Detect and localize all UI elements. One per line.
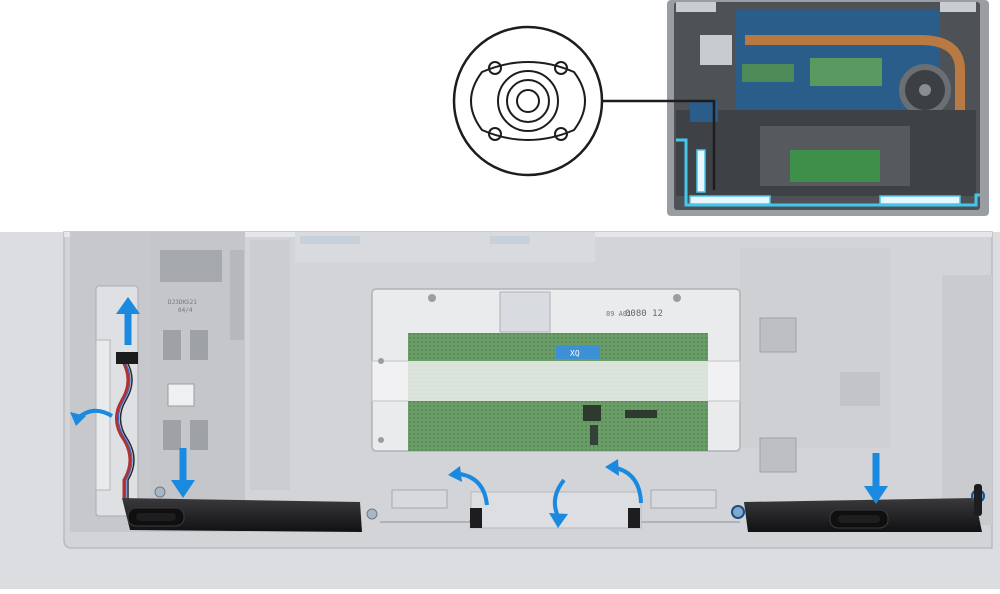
speaker-icon [452, 25, 604, 177]
label-text-top: DJ3DKS21 [168, 299, 197, 306]
overview-laptop [667, 0, 989, 216]
arrow-route-cable-3 [615, 466, 643, 504]
overview-wlan [700, 35, 732, 65]
speaker-cable-connector [116, 352, 138, 364]
overview-memory-2 [810, 58, 882, 86]
label-plate [160, 250, 222, 282]
left-speaker [122, 486, 378, 532]
overview-memory-1 [742, 64, 794, 82]
callout-leader-line [602, 99, 716, 190]
overview-speaker-highlight [676, 138, 980, 207]
touchpad-flex-connector [556, 345, 600, 359]
label-text-sub: 04/4 [178, 307, 193, 314]
palmrest-detail: DJ3DKS21 04/4 XQ 89 A01 0080 12 [0, 231, 1000, 589]
board-code-text: XQ [570, 349, 580, 358]
board-serial-text: 0080 12 [625, 309, 663, 319]
board-part-text: 89 A01 [606, 310, 631, 318]
speaker-cable [115, 359, 132, 500]
arrow-route-cable-1 [459, 472, 489, 506]
right-speaker [731, 484, 985, 532]
